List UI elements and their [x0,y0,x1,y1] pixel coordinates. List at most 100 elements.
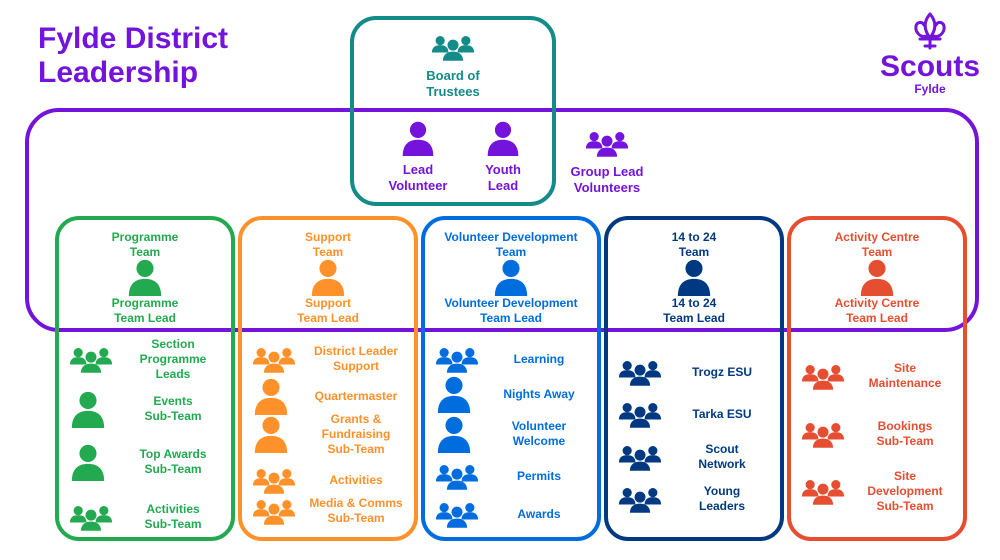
programme-column [55,216,235,541]
programme-item-label-line: Top Awards [139,447,207,461]
activity-centre-group-icon [801,362,845,390]
support-item-label-line: Sub-Team [327,441,385,456]
support-team-lead-label-line: Team Lead [297,311,359,325]
activity-centre-item-label-line: Site [893,468,916,483]
fourteen-to-24-item-label: Tarka ESU [666,407,778,422]
programme-item-label-line: Events [153,394,193,408]
fourteen-to-24-team-lead-label-line: 14 to 24 [671,296,717,310]
fourteen-to-24-item-label: Trogz ESU [666,365,778,380]
fourteen-to-24-team-label-line: 14 to 24 [671,230,717,244]
fourteen-to-24-group-icon [618,400,662,428]
support-team-label-line: Team [312,245,344,259]
programme-item-label-line: Section [151,336,195,351]
support-person-icon [252,415,290,453]
volunteer-development-item-label-line: Volunteer [511,419,567,433]
lead-volunteer-person-icon [400,120,436,156]
fourteen-to-24-group-icon [618,443,662,471]
activity-centre-team-lead-label-line: Team Lead [846,311,908,325]
activity-centre-item-label-line: Sub-Team [876,498,934,513]
support-column [238,216,418,541]
youth-lead-person-icon [485,120,521,156]
fourteen-to-24-group-icon [618,485,662,513]
group-lead-label: Group Lead Volunteers [555,164,659,196]
activity-centre-team-lead-label-line: Activity Centre [834,296,920,310]
activity-centre-item-label-line: Bookings [877,419,933,433]
volunteer-development-team-lead-label-line: Volunteer Development [444,296,578,310]
programme-item-label-line: Programme [139,351,207,366]
leadership-band [25,108,979,332]
volunteer-development-item-label-line: Nights Away [503,386,575,401]
support-team-label-line: Support [305,230,351,244]
support-item-label-line: Fundraising [321,426,391,441]
support-team-lead-person-icon [309,258,347,296]
support-item-label-line: Quartermaster [314,388,398,403]
volunteer-development-item-label: Nights Away [483,387,595,402]
volunteer-development-person-icon [435,415,473,453]
volunteer-development-team-lead-label-line: Team Lead [480,311,542,325]
support-item-label: Activities [300,473,412,488]
logo-name: Scouts [880,50,981,83]
volunteer-development-column [421,216,601,541]
fourteen-to-24-item-label-line: Network [698,457,746,471]
activity-centre-group-icon [801,477,845,505]
support-item-label-line: Activities [329,472,383,487]
youth-lead-line: Lead [487,178,519,193]
logo-sub: Fylde [914,82,946,96]
support-group-icon [252,345,296,373]
activity-centre-group-icon [801,420,845,448]
programme-item-label-line: Sub-Team [144,517,202,531]
support-item-label-line: Grants & [330,411,382,426]
volunteer-development-team-label-line: Team [495,245,527,259]
scouts-logo: Scouts Fylde [880,12,980,96]
fourteen-to-24-item-label-line: Young [703,484,741,498]
group-lead-group-icon [585,129,629,157]
volunteer-development-item-label: Learning [483,352,595,367]
support-item-label-line: Support [333,359,379,373]
activity-centre-item-label-line: Development [867,483,943,498]
volunteer-development-group-icon [435,345,479,373]
support-item-label-line: Media & Comms [309,496,403,510]
fourteen-to-24-team-lead-person-icon [675,258,713,296]
programme-team-label-line: Programme [111,230,179,244]
activity-centre-item-label-line: Site [893,361,916,375]
support-item-label-line: Sub-Team [327,511,385,525]
title-line-2: Leadership [38,56,199,89]
lead-volunteer-line: Lead [402,162,434,177]
programme-person-icon [69,390,107,428]
activity-centre-item-label-line: Maintenance [868,376,942,390]
board-label-line: Trustees [426,84,480,99]
board-label-line: Board of [426,68,480,83]
support-group-icon [252,497,296,525]
volunteer-development-item-label-line: Learning [513,351,565,366]
board-group-icon [431,33,475,61]
youth-lead-line: Youth [485,162,521,177]
lead-volunteer-line: Volunteer [388,178,448,193]
volunteer-development-item-label: Awards [483,507,595,522]
support-group-icon [252,466,296,494]
board-label: Board of Trustees [380,68,526,100]
page-title: Fylde District Leadership [38,22,228,90]
support-item-label-line: District Leader [313,344,399,358]
fourteen-to-24-item-label-line: Tarka ESU [692,406,752,421]
fourteen-to-24-item-label-line: Leaders [698,499,746,513]
youth-lead-label: Youth Lead [453,162,553,194]
programme-team-lead-person-icon [126,258,164,296]
fourteen-to-24-column [604,216,784,541]
fourteen-to-24-item-label-line: Scout [705,442,739,456]
programme-team-label-line: Team [129,245,161,259]
programme-item-label-line: Activities [146,502,200,516]
volunteer-development-group-icon [435,462,479,490]
